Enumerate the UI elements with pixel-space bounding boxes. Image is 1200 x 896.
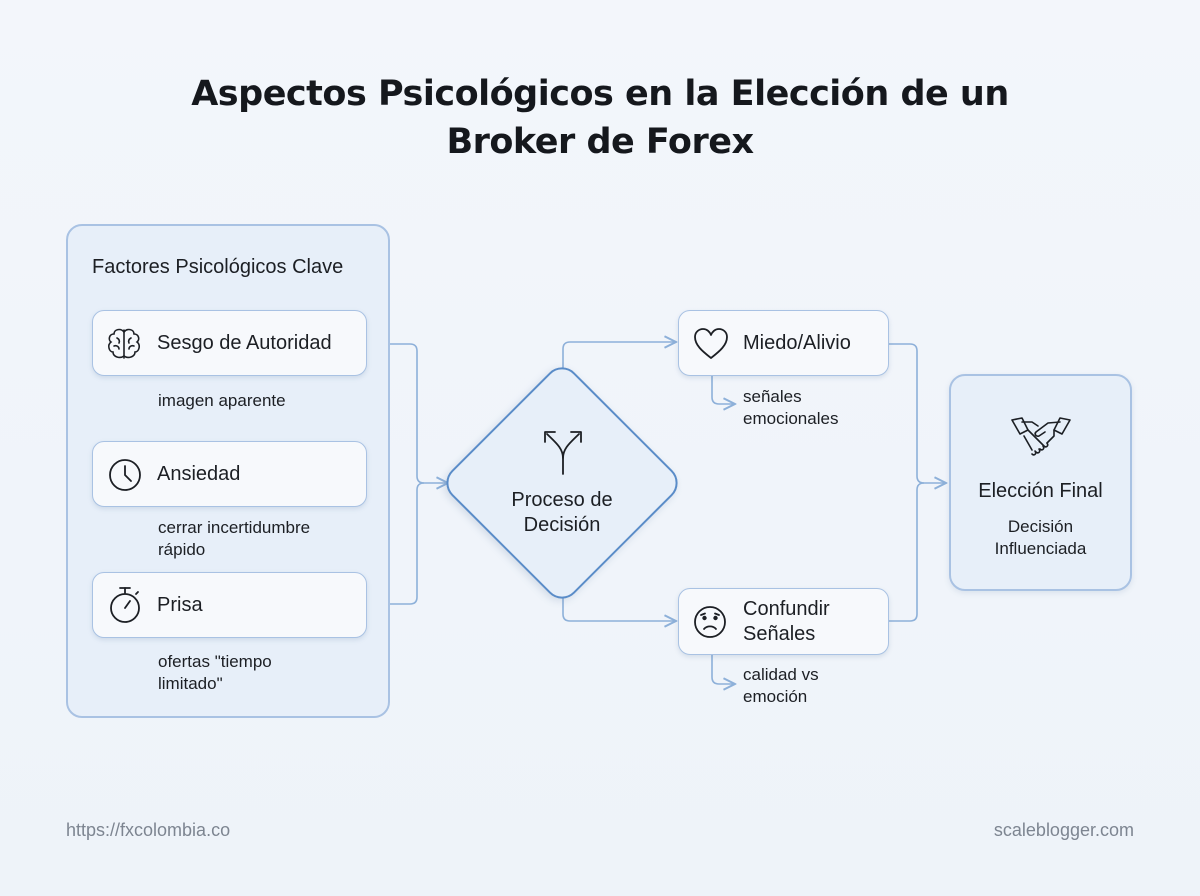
outcome-label-fear-relief: Miedo/Alivio bbox=[743, 332, 851, 354]
factor-note-line: imagen aparente bbox=[158, 391, 286, 410]
factor-note-line: ofertas "tiempo bbox=[158, 652, 272, 671]
stopwatch-icon bbox=[107, 585, 143, 630]
outcome-label-confuse-signals: Confundir Señales bbox=[743, 597, 830, 647]
outcome-card-confuse-signals: Confundir Señales bbox=[678, 588, 889, 655]
decision-label-line: Decisión bbox=[523, 514, 601, 536]
outcome-note-confuse-signals: calidad vs emoción bbox=[743, 664, 819, 708]
heart-icon bbox=[692, 326, 730, 367]
outcome-note-line: calidad vs bbox=[743, 665, 819, 684]
outcome-note-fear-relief: señales emocionales bbox=[743, 386, 838, 430]
factor-note-line: limitado" bbox=[158, 674, 223, 693]
title-line-2: Broker de Forex bbox=[446, 122, 754, 162]
factor-label-hurry: Prisa bbox=[157, 594, 203, 616]
factor-note-anxiety: cerrar incertidumbre rápido bbox=[158, 517, 310, 561]
factors-panel-title: Factores Psicológicos Clave bbox=[92, 256, 344, 278]
factor-note-line: rápido bbox=[158, 540, 206, 559]
handshake-icon bbox=[1010, 414, 1072, 465]
final-choice-title: Elección Final bbox=[978, 480, 1103, 502]
brain-icon bbox=[105, 326, 143, 367]
outcome-note-line: emocionales bbox=[743, 409, 839, 428]
factor-card-authority: Sesgo de Autoridad bbox=[92, 310, 367, 376]
final-choice-box bbox=[949, 374, 1132, 591]
factor-label-authority: Sesgo de Autoridad bbox=[157, 332, 332, 354]
clock-icon bbox=[107, 457, 143, 498]
outcome-label-line: Confundir bbox=[743, 598, 830, 620]
factor-card-hurry: Prisa bbox=[92, 572, 367, 638]
connector-group bbox=[124, 342, 946, 684]
footer-source-link[interactable]: https://fxcolombia.co bbox=[66, 820, 231, 840]
factor-note-hurry: ofertas "tiempo limitado" bbox=[158, 651, 272, 695]
decision-label: Proceso de Decisión bbox=[482, 488, 642, 538]
factor-card-anxiety: Ansiedad bbox=[92, 441, 367, 507]
decision-label-line: Proceso de bbox=[511, 489, 613, 511]
outcome-label-line: Señales bbox=[743, 623, 816, 645]
outcome-card-fear-relief: Miedo/Alivio bbox=[678, 310, 889, 376]
final-choice-subtitle: Decisión Influenciada bbox=[949, 516, 1132, 560]
final-subtitle-line: Influenciada bbox=[994, 539, 1087, 558]
factor-note-line: cerrar incertidumbre bbox=[158, 518, 311, 537]
worried-face-icon bbox=[692, 604, 728, 645]
split-arrows-icon bbox=[541, 428, 585, 481]
footer-brand: scaleblogger.com bbox=[993, 820, 1134, 840]
final-subtitle-line: Decisión bbox=[1007, 517, 1074, 536]
page-title: Aspectos Psicológicos en la Elección de … bbox=[0, 70, 1200, 166]
outcome-note-line: señales bbox=[743, 387, 802, 406]
factor-label-anxiety: Ansiedad bbox=[157, 463, 241, 485]
outcome-note-line: emoción bbox=[743, 687, 808, 706]
factor-note-authority: imagen aparente bbox=[158, 390, 286, 412]
title-line-1: Aspectos Psicológicos en la Elección de … bbox=[191, 74, 1009, 114]
